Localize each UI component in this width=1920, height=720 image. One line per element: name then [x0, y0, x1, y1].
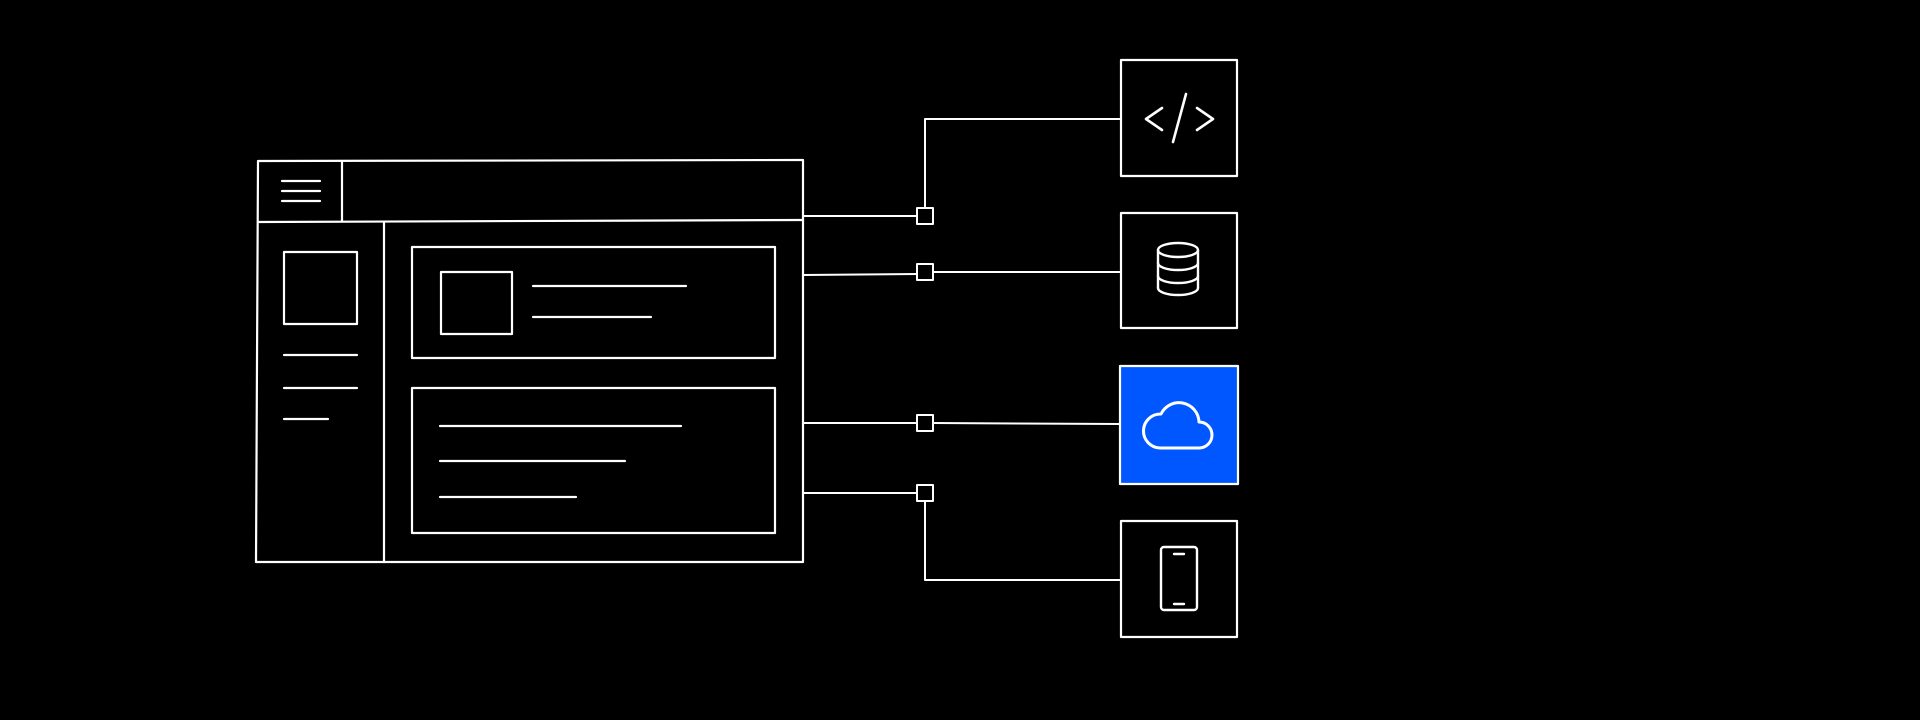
service-tiles: [1118, 58, 1240, 639]
text-card-frame: [410, 386, 777, 535]
connector-node: [916, 484, 934, 502]
connector-mobile: [802, 484, 1122, 581]
mobile-phone-icon: [1159, 545, 1199, 612]
connector-node: [916, 263, 934, 281]
media-card-thumbnail: [439, 270, 514, 336]
service-tile-cloud[interactable]: [1118, 364, 1240, 486]
header-divider: [256, 218, 805, 224]
media-card: [410, 245, 777, 360]
text-card: [410, 386, 777, 535]
app-wireframe: [254, 158, 805, 564]
service-tile-code[interactable]: [1119, 58, 1239, 178]
hamburger-menu-icon[interactable]: [280, 179, 322, 203]
connector-code: [802, 118, 1122, 225]
code-icon: [1144, 92, 1215, 144]
media-card-frame: [410, 245, 777, 360]
sidebar: [282, 250, 359, 421]
connector-cloud: [802, 414, 1122, 432]
connector-node: [916, 414, 934, 432]
connector-node: [916, 207, 934, 225]
image-placeholder: [282, 250, 359, 326]
cloud-icon: [1142, 401, 1214, 450]
connectors: [802, 118, 1122, 581]
service-tile-mobile[interactable]: [1119, 519, 1239, 639]
window-frame: [254, 158, 805, 564]
service-tile-database[interactable]: [1119, 211, 1239, 330]
connector-database: [802, 263, 1122, 281]
database-icon: [1156, 241, 1200, 297]
